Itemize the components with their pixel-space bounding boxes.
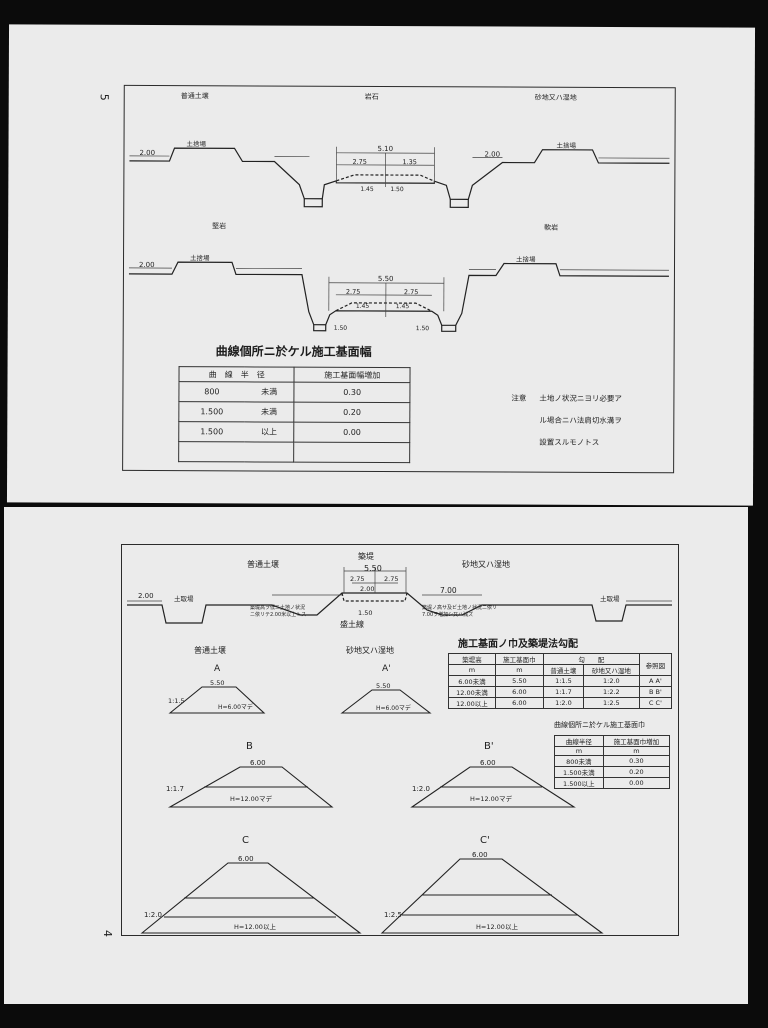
curve-table-title: 曲線個所ニ於ケル施工基面幅: [215, 344, 372, 359]
dim-value: 1.50: [358, 609, 372, 617]
fill-line-label: 盛土線: [340, 619, 364, 629]
embankment-drawing: 普通土壌 築堤 砂地又ハ湿地 5.50 2.75 2.75 2.00 7.00 …: [127, 551, 672, 934]
dim-value: 7.00: [440, 586, 457, 595]
height-range: H=6.00マデ: [376, 704, 411, 712]
section-label-rock: 岩石: [365, 92, 379, 101]
page-4-sheet: 4 普通土壌 築堤 砂地又ハ湿地 5.50 2.75 2.75 2.00 7.0…: [4, 507, 748, 1004]
borrow-pit-label: 土取場: [600, 594, 620, 603]
figure-letter: B: [246, 741, 253, 752]
header-radius: 曲 線 半 径: [178, 366, 295, 383]
slope-table: 築堤高 施工基面巾 勾 配 参照図 m m 普通土壌 砂地又ハ湿地 6.00未満…: [448, 653, 673, 709]
dim-value: 2.75: [352, 158, 367, 166]
top-width: 6.00: [472, 851, 488, 859]
section-label-ordinary-soil: 普通土壌: [181, 91, 209, 100]
dim-value: 2.75: [404, 288, 419, 296]
section-label-embankment: 築堤: [358, 551, 374, 561]
cross-section-note: ニ依リテ2.00米以上トス: [250, 611, 306, 618]
slope-ratio: 1:1.5: [168, 697, 185, 705]
borrow-pit-label: 土取場: [174, 594, 194, 603]
dim-value: 1.35: [402, 158, 417, 166]
spoil-bank-label: 土捨場: [190, 253, 210, 262]
height-range: H=12.00以上: [234, 922, 276, 931]
dim-value: 2.00: [484, 150, 500, 158]
top-width: 6.00: [480, 759, 496, 767]
spoil-bank-label: 土捨場: [557, 141, 577, 150]
top-width: 6.00: [250, 759, 266, 767]
slope-ratio: 1:2.0: [412, 785, 430, 793]
column-label-ordinary-soil: 普通土壌: [194, 645, 226, 655]
top-width: 5.50: [376, 682, 390, 690]
top-width: 6.00: [238, 855, 254, 863]
dim-value: 1.45: [360, 186, 374, 193]
figure-letter: A: [214, 664, 221, 674]
cross-section-note: 築堤ノ高サ及ビ土地ノ状況ニ依リ: [422, 604, 497, 611]
slope-ratio: 1:2.0: [144, 911, 162, 919]
dim-value: 1.50: [416, 325, 430, 332]
spoil-bank-label: 土捨場: [516, 255, 536, 264]
cross-section-note: 7.00ヲ増加シ又ハ減ズ: [422, 611, 473, 618]
note-label: 注意: [511, 393, 527, 403]
drawing-frame-bottom: 普通土壌 築堤 砂地又ハ湿地 5.50 2.75 2.75 2.00 7.00 …: [121, 544, 679, 936]
dim-value: 2.00: [139, 149, 155, 157]
figure-letter: B': [484, 741, 494, 752]
dim-value: 2.00: [138, 592, 154, 600]
dim-value: 1.50: [334, 325, 348, 332]
dim-value: 1.45: [356, 303, 370, 310]
section-label-ordinary-soil: 普通土壌: [247, 559, 279, 569]
section-label-soft-rock: 軟岩: [544, 223, 558, 232]
dim-value: 5.10: [377, 145, 393, 153]
cutting-sections-drawing: 普通土壌 岩石 砂地又ハ湿地 堅岩 軟岩 2.00 5.10 2.75 1.35…: [128, 91, 670, 332]
note-text: 土地ノ状況ニヨリ必要ア ル場合ニハ法肩切水溝ヲ 設置スルモノトス: [539, 393, 622, 447]
top-width: 5.50: [210, 679, 224, 687]
header-increase: 施工基面幅増加: [294, 367, 411, 383]
dim-value: 2.75: [350, 575, 364, 583]
dim-value: 1.50: [390, 186, 404, 193]
slope-ratio: 1:2.5: [384, 911, 402, 919]
dim-value: 5.50: [364, 564, 382, 573]
section-label-sand-marsh: 砂地又ハ湿地: [462, 559, 510, 569]
table-row: 1.500 以上 0.00: [178, 421, 410, 443]
spoil-bank-label: 土捨場: [187, 139, 207, 148]
slope-table-title: 施工基面ノ巾及築堤法勾配: [458, 639, 578, 650]
dim-value: 2.75: [346, 288, 361, 296]
dim-value: 2.00: [360, 585, 374, 593]
dim-value: 5.50: [378, 275, 394, 283]
figure-letter: A': [382, 664, 391, 674]
slope-ratio: 1:1.7: [166, 785, 184, 793]
section-label-hard-rock: 堅岩: [212, 221, 226, 230]
curve-width-table: 曲 線 半 径 施工基面幅増加 800 未満 0.30 1.500 未満 0.2…: [178, 366, 411, 463]
dim-value: 2.00: [139, 261, 155, 269]
curve-table-title: 曲線個所ニ於ケル施工基面巾: [554, 721, 645, 729]
page-number: 4: [101, 930, 114, 937]
drawing-frame-top: 普通土壌 岩石 砂地又ハ湿地 堅岩 軟岩 2.00 5.10 2.75 1.35…: [122, 84, 676, 474]
figure-letter: C: [242, 835, 249, 846]
dim-value: 1.45: [396, 303, 410, 310]
cross-section-note: 築堤高ヲ低ニ土地ノ状況: [250, 604, 305, 611]
column-label-sand-marsh: 砂地又ハ湿地: [346, 645, 394, 655]
table-row: 800 未満 0.30: [178, 381, 410, 403]
figure-letter: C': [480, 835, 490, 846]
page-5-sheet: 5: [6, 24, 756, 506]
section-label-sand-marsh: 砂地又ハ湿地: [535, 93, 577, 102]
table-row: 1.500 未満 0.20: [178, 401, 410, 423]
height-range: H=12.00マデ: [230, 794, 272, 803]
height-range: H=12.00マデ: [470, 794, 512, 803]
height-range: H=6.00マデ: [218, 703, 253, 711]
height-range: H=12.00以上: [476, 922, 518, 931]
page-number: 5: [97, 93, 111, 101]
dim-value: 2.75: [384, 575, 398, 583]
